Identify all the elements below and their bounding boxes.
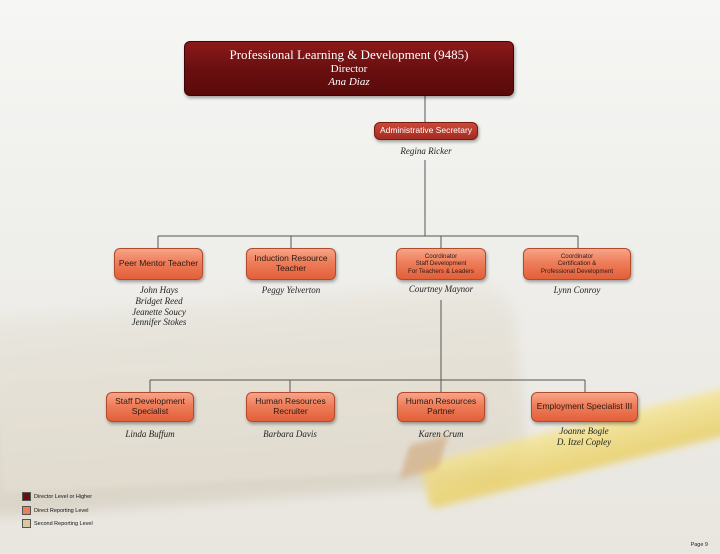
legend-item-director: Director Level or Higher xyxy=(22,492,92,501)
box-label-line2: Recruiter xyxy=(273,406,308,416)
person-name: Courtney Maynor xyxy=(408,284,474,294)
employment-specialist-box[interactable]: Employment Specialist III xyxy=(531,392,638,422)
director-box[interactable]: Professional Learning & Development (948… xyxy=(184,41,514,96)
admin-secretary-name-block: Regina Ricker xyxy=(374,146,478,157)
person-name: Jennifer Stokes xyxy=(131,317,187,328)
admin-secretary-box[interactable]: Administrative Secretary xyxy=(374,122,478,140)
director-name: Ana Diaz xyxy=(328,75,370,88)
box-label-line1: Coordinator xyxy=(560,253,594,261)
admin-secretary-name: Regina Ricker xyxy=(400,146,452,156)
box-label-line1: Staff Development xyxy=(115,396,185,407)
person-name: Barbara Davis xyxy=(263,429,317,439)
legend-label: Direct Reporting Level xyxy=(34,507,89,514)
coordinator-staff-dev-names: Courtney Maynor xyxy=(386,284,496,295)
person-name: Joanne Bogle xyxy=(559,426,609,436)
person-name: Bridget Reed xyxy=(135,295,183,306)
hr-partner-names: Karen Crum xyxy=(391,429,491,440)
coordinator-certification-box[interactable]: Coordinator Certification & Professional… xyxy=(523,248,631,280)
box-label-line1: Employment Specialist III xyxy=(536,401,633,412)
legend-label: Second Reporting Level xyxy=(34,520,93,527)
person-name: Karen Crum xyxy=(418,429,464,439)
person-name: Peggy Yelverton xyxy=(261,285,321,295)
admin-secretary-title: Administrative Secretary xyxy=(379,125,473,136)
box-label-line2: Specialist xyxy=(131,406,169,416)
box-label-line3: Professional Development xyxy=(540,267,614,275)
employment-specialist-names: Joanne Bogle D. Itzel Copley xyxy=(534,426,634,448)
box-label-line1: Coordinator xyxy=(424,253,458,261)
peer-mentor-names: John Hays Bridget Reed Jeanette Soucy Je… xyxy=(110,285,208,328)
coordinator-staff-development-box[interactable]: Coordinator Staff Development For Teache… xyxy=(396,248,486,280)
legend-item-second-reporting: Second Reporting Level xyxy=(22,519,93,528)
staff-dev-specialist-names: Linda Buffum xyxy=(100,429,200,440)
box-label-line2: Certification & xyxy=(557,260,597,268)
induction-resource-teacher-box[interactable]: Induction Resource Teacher xyxy=(246,248,336,280)
legend-swatch-direct xyxy=(22,506,31,515)
legend-swatch-second xyxy=(22,519,31,528)
legend-swatch-director xyxy=(22,492,31,501)
box-label-line2: Staff Development xyxy=(415,260,467,268)
person-name: John Hays xyxy=(139,285,179,295)
induction-resource-names: Peggy Yelverton xyxy=(241,285,341,296)
human-resources-partner-box[interactable]: Human Resources Partner xyxy=(397,392,485,422)
hr-recruiter-names: Barbara Davis xyxy=(240,429,340,440)
coordinator-cert-names: Lynn Conroy xyxy=(522,285,632,296)
box-label-line1: Induction Resource xyxy=(254,253,328,264)
legend-item-direct-reporting: Direct Reporting Level xyxy=(22,506,88,515)
box-label-line1: Human Resources xyxy=(405,396,477,407)
page-number: Page 9 xyxy=(690,542,708,548)
person-name: Jeanette Soucy xyxy=(132,306,186,317)
human-resources-recruiter-box[interactable]: Human Resources Recruiter xyxy=(246,392,335,422)
peer-mentor-teacher-box[interactable]: Peer Mentor Teacher xyxy=(114,248,203,280)
staff-development-specialist-box[interactable]: Staff Development Specialist xyxy=(106,392,194,422)
person-name: Linda Buffum xyxy=(125,429,175,439)
person-name: Lynn Conroy xyxy=(553,285,601,295)
box-label-line1: Human Resources xyxy=(255,396,326,407)
box-label-line1: Peer Mentor Teacher xyxy=(118,258,199,269)
person-name: D. Itzel Copley xyxy=(556,436,612,447)
box-label-line3: For Teachers & Leaders xyxy=(408,267,474,275)
box-label-line2: Partner xyxy=(427,406,455,416)
box-label-line2: Teacher xyxy=(275,263,307,273)
director-role: Director xyxy=(330,63,368,76)
legend-label: Director Level or Higher xyxy=(34,493,93,500)
director-title: Professional Learning & Development (948… xyxy=(229,47,469,63)
